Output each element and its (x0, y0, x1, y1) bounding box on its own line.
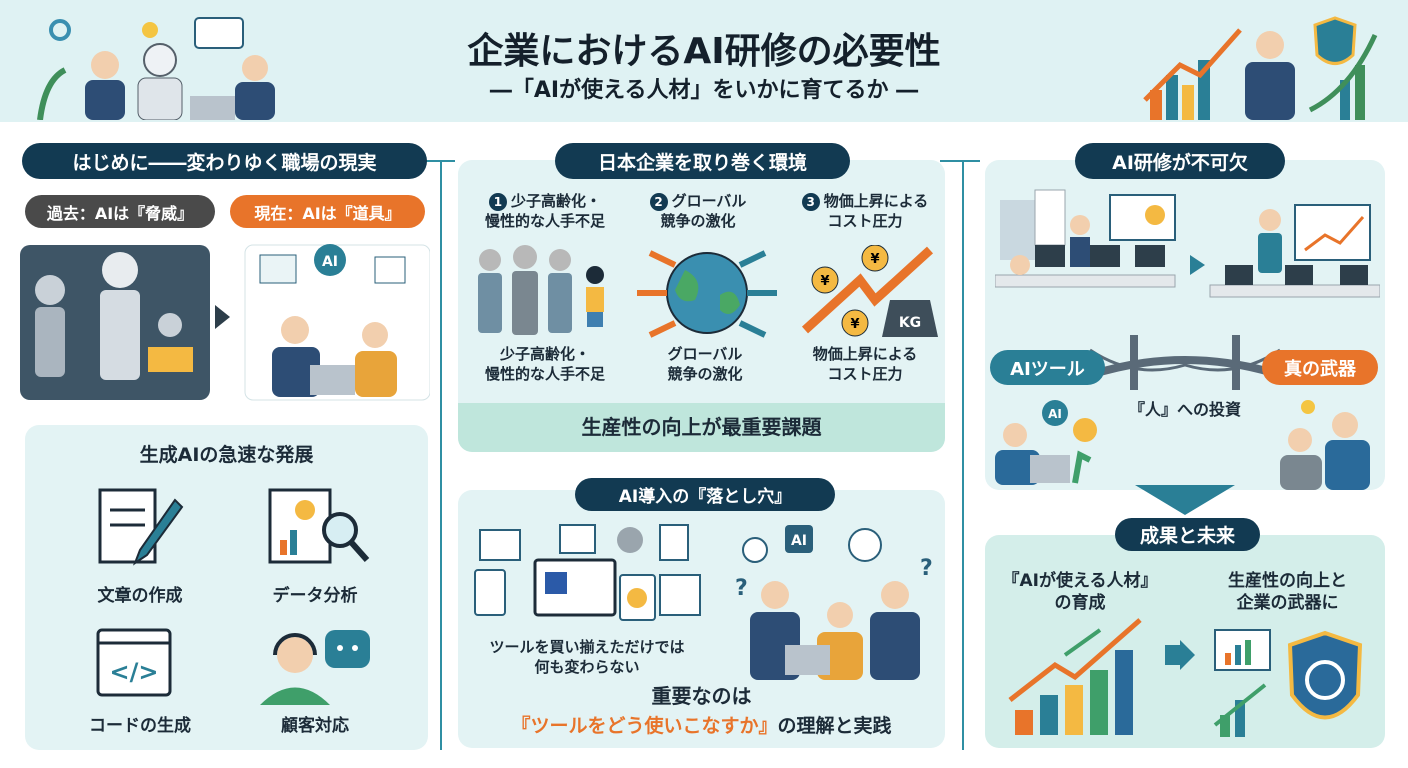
growth-chart-shield-illustration (1143, 16, 1378, 120)
empowered-workers-illustration (1280, 400, 1370, 490)
yen-symbol: ¥ (870, 252, 879, 267)
yen-symbol: ¥ (850, 317, 859, 332)
bridge-icon (1090, 335, 1280, 390)
svg-text:</>: </> (110, 658, 159, 686)
pitfall-emphasis-suffix: の理解と実践 (777, 715, 892, 737)
ai-tool-tag: AIツール (990, 350, 1105, 385)
cost-pressure-icon: ¥ ¥ ¥ KG (801, 245, 938, 337)
headset-chat-icon (260, 630, 370, 705)
connector-arrow (940, 160, 980, 162)
document-pen-icon (98, 488, 184, 566)
code-window-icon: </> (96, 628, 172, 697)
pitfall-emphasis: 『ツールをどう使いこなすか』 (511, 715, 778, 737)
right-arrow-icon (1165, 640, 1195, 670)
connector-line (440, 160, 442, 750)
env-item-title-text: 物価上昇による コスト圧力 (823, 192, 929, 230)
env-item-caption: グローバル 競争の激化 (667, 345, 743, 383)
weight-label: KG (899, 315, 921, 331)
pitfall-key-message: 『ツールをどう使いこなすか』の理解と実践 (458, 714, 945, 739)
bridge-label: 『人』への投資 (1128, 400, 1241, 419)
future-left-text: 『AIが使える人材』 の育成 (1002, 571, 1158, 614)
tools-text: ツールを買い揃えただけでは 何も変わらない (489, 638, 685, 676)
ai-badge-text: AI (1048, 407, 1062, 421)
future-heading: 成果と未来 (1115, 518, 1260, 551)
growth-bar-chart-icon (1008, 618, 1142, 735)
env-item-title-text: 少子高齢化・ 慢性的な人手不足 (484, 192, 605, 230)
genai-item-label: データ分析 (272, 586, 358, 606)
page-subtitle: ―「AIが使える人材」をいかに育てるか ― (489, 78, 919, 103)
past-vs-present-illustration: AI (20, 244, 430, 401)
env-item-title-text: グローバル 競争の激化 (660, 192, 747, 230)
down-arrow-icon (1135, 485, 1235, 515)
number-badge: 2 (649, 193, 668, 211)
page-title: 企業におけるAI研修の必要性 (467, 31, 941, 72)
environment-conclusion: 生産性の向上が最重要課題 (458, 403, 945, 452)
genai-item-label: 顧客対応 (281, 716, 349, 736)
ai-badge-text: AI (791, 533, 807, 549)
number-badge: 3 (801, 193, 820, 211)
team-robot-illustration (37, 17, 275, 120)
env-item-caption: 物価上昇による コスト圧力 (812, 345, 918, 383)
future-right-text: 生産性の向上と 企業の武器に (1228, 571, 1347, 614)
confused-workers-illustration: AI ?? (735, 525, 933, 680)
ai-user-illustration: AI (995, 400, 1097, 485)
genai-item-label: 文章の作成 (97, 586, 183, 606)
globe-arrows-icon (637, 250, 777, 338)
env-item-caption: 少子高齢化・ 慢性的な人手不足 (484, 345, 605, 383)
intro-heading: はじめに――変わりゆく職場の現実 (22, 143, 427, 179)
ai-badge-text: AI (322, 254, 338, 270)
tools-devices-illustration (474, 524, 701, 621)
genai-panel (25, 425, 428, 750)
environment-heading: 日本企業を取り巻く環境 (555, 143, 850, 179)
number-badge: 1 (488, 193, 507, 211)
connector-line (962, 160, 964, 750)
pitfall-heading: AI導入の『落とし穴』 (575, 478, 835, 511)
genai-heading: 生成AIの急速な発展 (139, 444, 314, 466)
svg-text:?: ? (735, 576, 748, 601)
genai-item-label: コードの生成 (89, 716, 191, 736)
chart-magnifier-icon (268, 488, 370, 564)
svg-text:?: ? (920, 556, 933, 581)
growth-shield-icon (1213, 629, 1363, 737)
present-tag: 現在：AIは『道具』 (230, 195, 425, 228)
training-heading: AI研修が不可欠 (1075, 143, 1285, 179)
pitfall-key-label: 重要なのは (651, 684, 752, 708)
yen-symbol: ¥ (820, 274, 829, 289)
true-weapon-tag: 真の武器 (1262, 350, 1378, 385)
past-tag: 過去：AIは『脅威』 (25, 195, 215, 228)
training-classroom-illustration (995, 189, 1380, 298)
aging-population-icon (478, 245, 604, 335)
